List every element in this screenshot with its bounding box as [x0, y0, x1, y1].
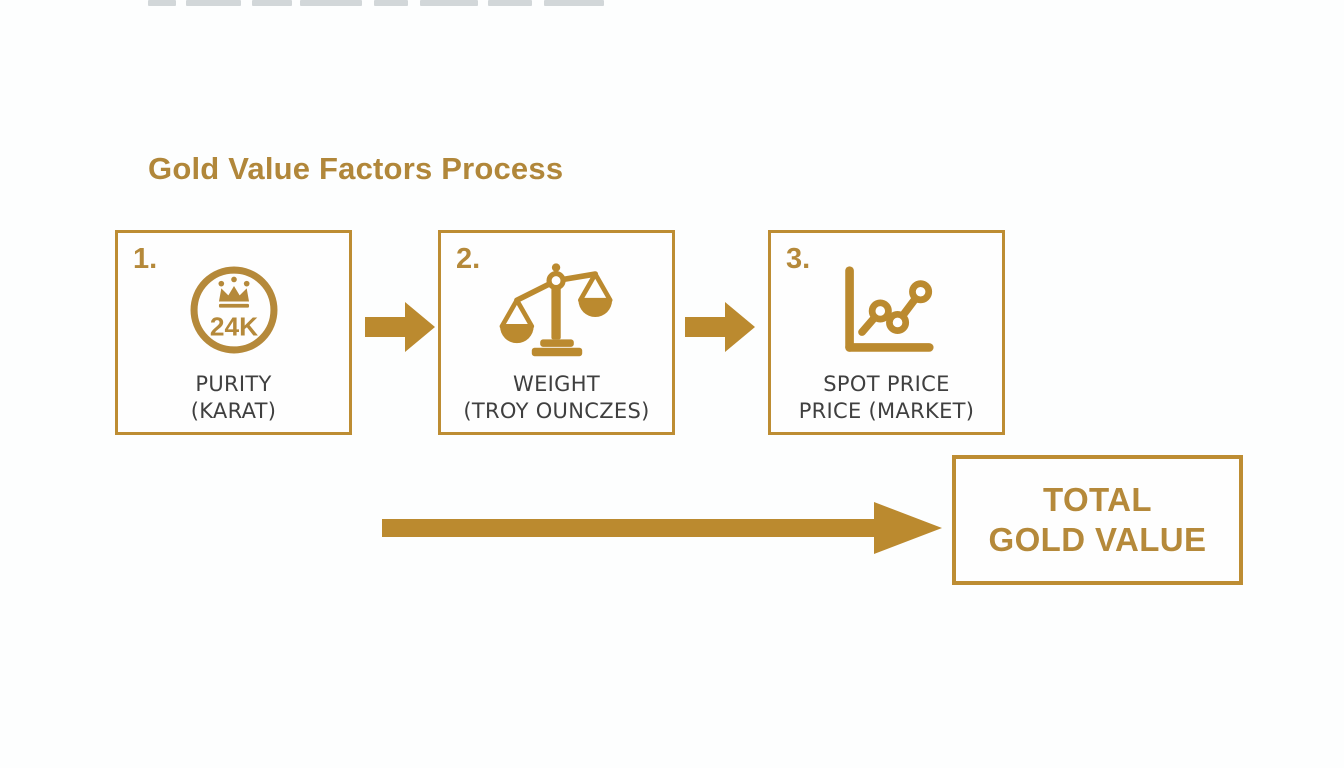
total-label-line1: TOTAL	[1043, 481, 1152, 518]
total-label-line2: GOLD VALUE	[988, 521, 1207, 558]
step-box-weight: 2. WEIGHT (TROY OUNCZES)	[438, 230, 675, 435]
step-label: PURITY (KARAT)	[190, 372, 277, 423]
purity-24k-badge-icon: 24K	[187, 255, 281, 365]
total-gold-value-box: TOTAL GOLD VALUE	[952, 455, 1243, 585]
total-arrow-icon	[382, 500, 942, 556]
price-chart-icon	[834, 255, 940, 365]
balance-scale-icon	[496, 255, 618, 365]
arrow-right-icon	[685, 299, 757, 355]
step-number: 1.	[133, 243, 158, 275]
arrow-right-icon	[365, 299, 437, 355]
cropped-text-artifact	[148, 0, 628, 9]
step-box-spot-price: 3. SPOT PRICE PRICE (MARKET)	[768, 230, 1005, 435]
step-label: SPOT PRICE PRICE (MARKET)	[798, 372, 975, 423]
step-number: 2.	[456, 243, 481, 275]
step-number: 3.	[786, 243, 811, 275]
diagram-title: Gold Value Factors Process	[148, 151, 564, 186]
karat-badge-text: 24K	[209, 311, 257, 341]
step-box-purity: 1. 24K PURITY (KARAT)	[115, 230, 352, 435]
step-label: WEIGHT (TROY OUNCZES)	[463, 372, 650, 423]
